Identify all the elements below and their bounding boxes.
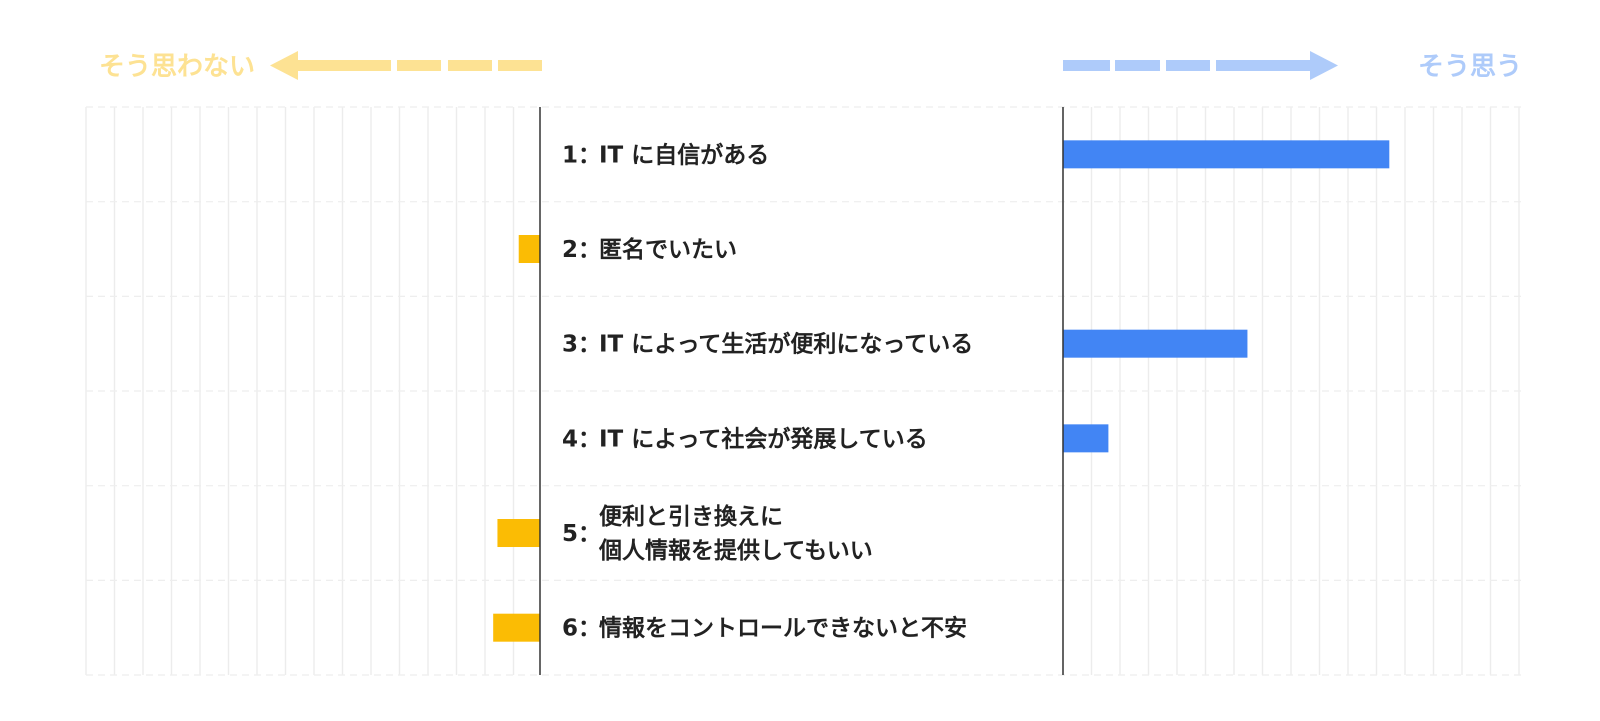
bar-positive bbox=[1063, 329, 1248, 358]
legend-positive-label: そう思う bbox=[1418, 52, 1522, 82]
arrow-segment bbox=[293, 60, 391, 71]
category-label: 匿名でいたい bbox=[599, 236, 737, 263]
arrow-segment bbox=[498, 60, 542, 71]
arrow-segment bbox=[1216, 60, 1312, 71]
category-label: IT に自信がある bbox=[599, 141, 769, 168]
bars-layer bbox=[493, 140, 1390, 642]
arrow-right-icon bbox=[1063, 51, 1338, 80]
category-label: 情報をコントロールできないと不安 bbox=[599, 615, 967, 642]
legend-negative-label: そう思わない bbox=[99, 52, 255, 82]
legend-positive: そう思う bbox=[1063, 51, 1522, 82]
category-label: 個人情報を提供してもいい bbox=[598, 537, 873, 564]
arrow-segment bbox=[1063, 60, 1110, 71]
category-number: 1： bbox=[562, 142, 601, 168]
category-number: 6： bbox=[562, 616, 601, 642]
grid-layer bbox=[85, 106, 1522, 676]
category-label: IT によって生活が便利になっている bbox=[599, 331, 973, 358]
arrow-segment bbox=[397, 60, 441, 71]
category-number: 2： bbox=[562, 237, 601, 263]
arrow-segment bbox=[1166, 60, 1210, 71]
arrow-head bbox=[270, 51, 298, 80]
bar-positive bbox=[1063, 140, 1390, 169]
arrow-segment bbox=[1115, 60, 1160, 71]
category-label: IT によって社会が発展している bbox=[599, 425, 928, 452]
bar-negative bbox=[518, 235, 540, 264]
category-labels: 1：IT に自信がある 2：匿名でいたい 3：IT によって生活が便利になっている 4… bbox=[562, 141, 973, 641]
category-number: 3： bbox=[562, 332, 601, 358]
arrow-segment bbox=[448, 60, 492, 71]
arrow-head bbox=[1310, 51, 1338, 80]
arrow-left-icon bbox=[270, 51, 542, 80]
category-label: 便利と引き換えに bbox=[599, 504, 783, 530]
bar-negative bbox=[493, 613, 540, 642]
category-number: 5： bbox=[562, 521, 601, 547]
bar-positive bbox=[1063, 424, 1109, 453]
bar-negative bbox=[497, 519, 540, 548]
legend-negative: そう思わない bbox=[99, 51, 542, 82]
category-number: 4： bbox=[562, 426, 601, 452]
